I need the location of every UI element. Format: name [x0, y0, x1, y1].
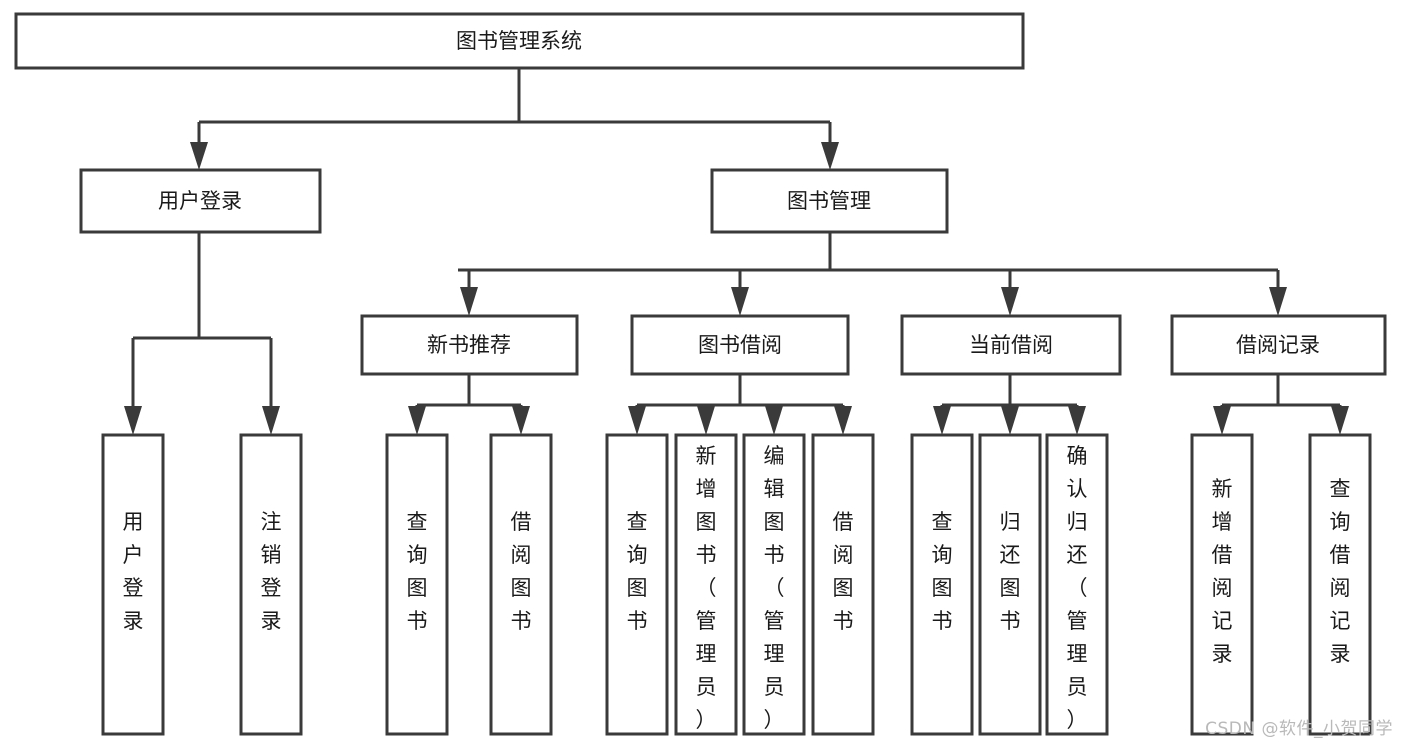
node-current-borrow[interactable]: 当前借阅: [900, 314, 1122, 376]
node-new-book-recommend-label: 新书推荐: [427, 333, 511, 357]
node-borrow-record[interactable]: 借阅记录: [1170, 314, 1387, 376]
node-leaf-confirm-return-admin-box[interactable]: [1045, 433, 1109, 736]
arrow-user-login-to-leaf1: [124, 406, 142, 435]
node-current-borrow-box[interactable]: [900, 314, 1122, 376]
arrow-bm-to-book-borrow: [731, 287, 749, 316]
node-book-management-label: 图书管理: [787, 189, 871, 213]
node-leaf-add-book-admin-box[interactable]: [674, 433, 738, 736]
node-new-book-recommend[interactable]: 新书推荐: [360, 314, 579, 376]
csdn-watermark: CSDN @软件_小贺同学: [1205, 719, 1393, 739]
node-book-borrow[interactable]: 图书借阅: [630, 314, 850, 376]
node-user-login[interactable]: 用户登录: [79, 168, 322, 234]
node-book-borrow-box[interactable]: [630, 314, 850, 376]
node-root-label: 图书管理系统: [456, 29, 582, 53]
node-leaf-edit-book-admin[interactable]: 编辑图书（管理员）: [742, 433, 806, 736]
node-leaf-return-book-box[interactable]: [978, 433, 1042, 736]
arrow-borrowrecord-to-leaf1: [1213, 406, 1231, 435]
node-book-management-box[interactable]: [710, 168, 949, 234]
arrow-borrowrecord-to-leaf2: [1331, 406, 1349, 435]
node-borrow-record-label: 借阅记录: [1236, 333, 1320, 357]
node-leaf-user-login[interactable]: 用户登录: [101, 433, 165, 736]
node-new-book-recommend-box[interactable]: [360, 314, 579, 376]
node-leaf-user-login-box[interactable]: [101, 433, 165, 736]
node-leaf-query-book-current[interactable]: 查询图书: [910, 433, 974, 736]
arrow-bm-to-borrow-record: [1269, 287, 1287, 316]
arrow-bookborrow-to-leaf1: [628, 406, 646, 435]
node-leaf-add-borrow-record[interactable]: 新增借阅记录: [1190, 433, 1254, 736]
node-leaf-add-book-admin-label: 新增图书（管理员）: [696, 444, 717, 732]
node-leaf-add-book-admin[interactable]: 新增图书（管理员）: [674, 433, 738, 736]
node-leaf-borrow-book-label: 借阅图书: [833, 510, 854, 633]
node-leaf-return-book[interactable]: 归还图书: [978, 433, 1042, 736]
node-leaf-confirm-return-admin[interactable]: 确认归还（管理员）: [1045, 433, 1109, 736]
arrow-currentborrow-to-leaf2: [1001, 406, 1019, 435]
node-user-login-box[interactable]: [79, 168, 322, 234]
node-leaf-logout-login-label: 注销登录: [261, 510, 282, 633]
arrow-currentborrow-to-leaf1: [933, 406, 951, 435]
node-leaf-borrow-book-box[interactable]: [811, 433, 875, 736]
node-leaf-borrow-book-rec-box[interactable]: [489, 433, 553, 736]
node-leaf-query-book-rec[interactable]: 查询图书: [385, 433, 449, 736]
node-leaf-edit-book-admin-box[interactable]: [742, 433, 806, 736]
node-leaf-query-book-current-box[interactable]: [910, 433, 974, 736]
arrow-bookborrow-to-leaf2: [697, 406, 715, 435]
node-leaf-borrow-book-rec-label: 借阅图书: [511, 510, 532, 633]
node-leaf-add-borrow-record-label: 新增借阅记录: [1212, 477, 1233, 666]
node-leaf-borrow-book-rec[interactable]: 借阅图书: [489, 433, 553, 736]
arrow-newbook-to-leaf1: [408, 406, 426, 435]
node-leaf-query-borrow-record[interactable]: 查询借阅记录: [1308, 433, 1372, 736]
arrow-newbook-to-leaf2: [512, 406, 530, 435]
node-leaf-edit-book-admin-label: 编辑图书（管理员）: [764, 444, 785, 732]
node-leaf-confirm-return-admin-label: 确认归还（管理员）: [1067, 444, 1088, 732]
arrow-user-login-to-leaf2: [262, 406, 280, 435]
node-leaf-add-borrow-record-box[interactable]: [1190, 433, 1254, 736]
node-book-borrow-label: 图书借阅: [698, 333, 782, 357]
node-leaf-borrow-book[interactable]: 借阅图书: [811, 433, 875, 736]
node-leaf-query-book-borrow-label: 查询图书: [627, 510, 648, 633]
arrow-root-to-book-management: [821, 142, 839, 170]
node-leaf-query-book-borrow[interactable]: 查询图书: [605, 433, 669, 736]
node-leaf-logout-login-box[interactable]: [239, 433, 303, 736]
node-leaf-query-book-current-label: 查询图书: [932, 510, 953, 633]
node-borrow-record-box[interactable]: [1170, 314, 1387, 376]
arrow-bookborrow-to-leaf4: [834, 406, 852, 435]
node-root-box[interactable]: [14, 12, 1025, 70]
arrow-root-to-user-login: [190, 142, 208, 170]
node-root-system[interactable]: 图书管理系统: [14, 12, 1025, 70]
node-leaf-return-book-label: 归还图书: [1000, 510, 1021, 633]
node-leaf-query-book-rec-box[interactable]: [385, 433, 449, 736]
node-leaf-query-book-rec-label: 查询图书: [407, 510, 428, 633]
arrow-bookborrow-to-leaf3: [765, 406, 783, 435]
node-leaf-query-borrow-record-box[interactable]: [1308, 433, 1372, 736]
node-leaf-query-borrow-record-label: 查询借阅记录: [1330, 477, 1351, 666]
node-book-management[interactable]: 图书管理: [710, 168, 949, 234]
node-leaf-logout-login[interactable]: 注销登录: [239, 433, 303, 736]
arrow-currentborrow-to-leaf3: [1068, 406, 1086, 435]
node-user-login-label: 用户登录: [158, 189, 242, 213]
node-current-borrow-label: 当前借阅: [969, 333, 1053, 357]
arrow-bm-to-current-borrow: [1001, 287, 1019, 316]
node-leaf-user-login-label: 用户登录: [123, 510, 144, 633]
node-leaf-query-book-borrow-box[interactable]: [605, 433, 669, 736]
arrow-bm-to-new-book: [460, 287, 478, 316]
connector-layer: [124, 68, 1349, 435]
